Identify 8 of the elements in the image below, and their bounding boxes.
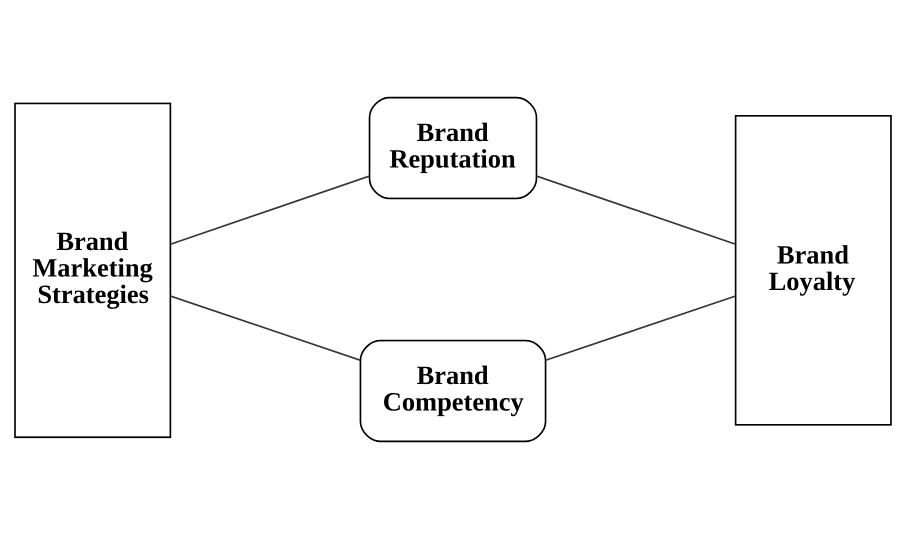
connector — [536, 175, 736, 246]
connector — [170, 295, 360, 361]
node-box: Brand Reputation — [368, 96, 538, 200]
connector — [170, 175, 370, 246]
connector — [545, 295, 736, 361]
node-box: Brand Marketing Strategies — [14, 102, 172, 438]
node-box: Brand Loyalty — [734, 114, 892, 426]
node-box: Brand Competency — [360, 340, 546, 442]
